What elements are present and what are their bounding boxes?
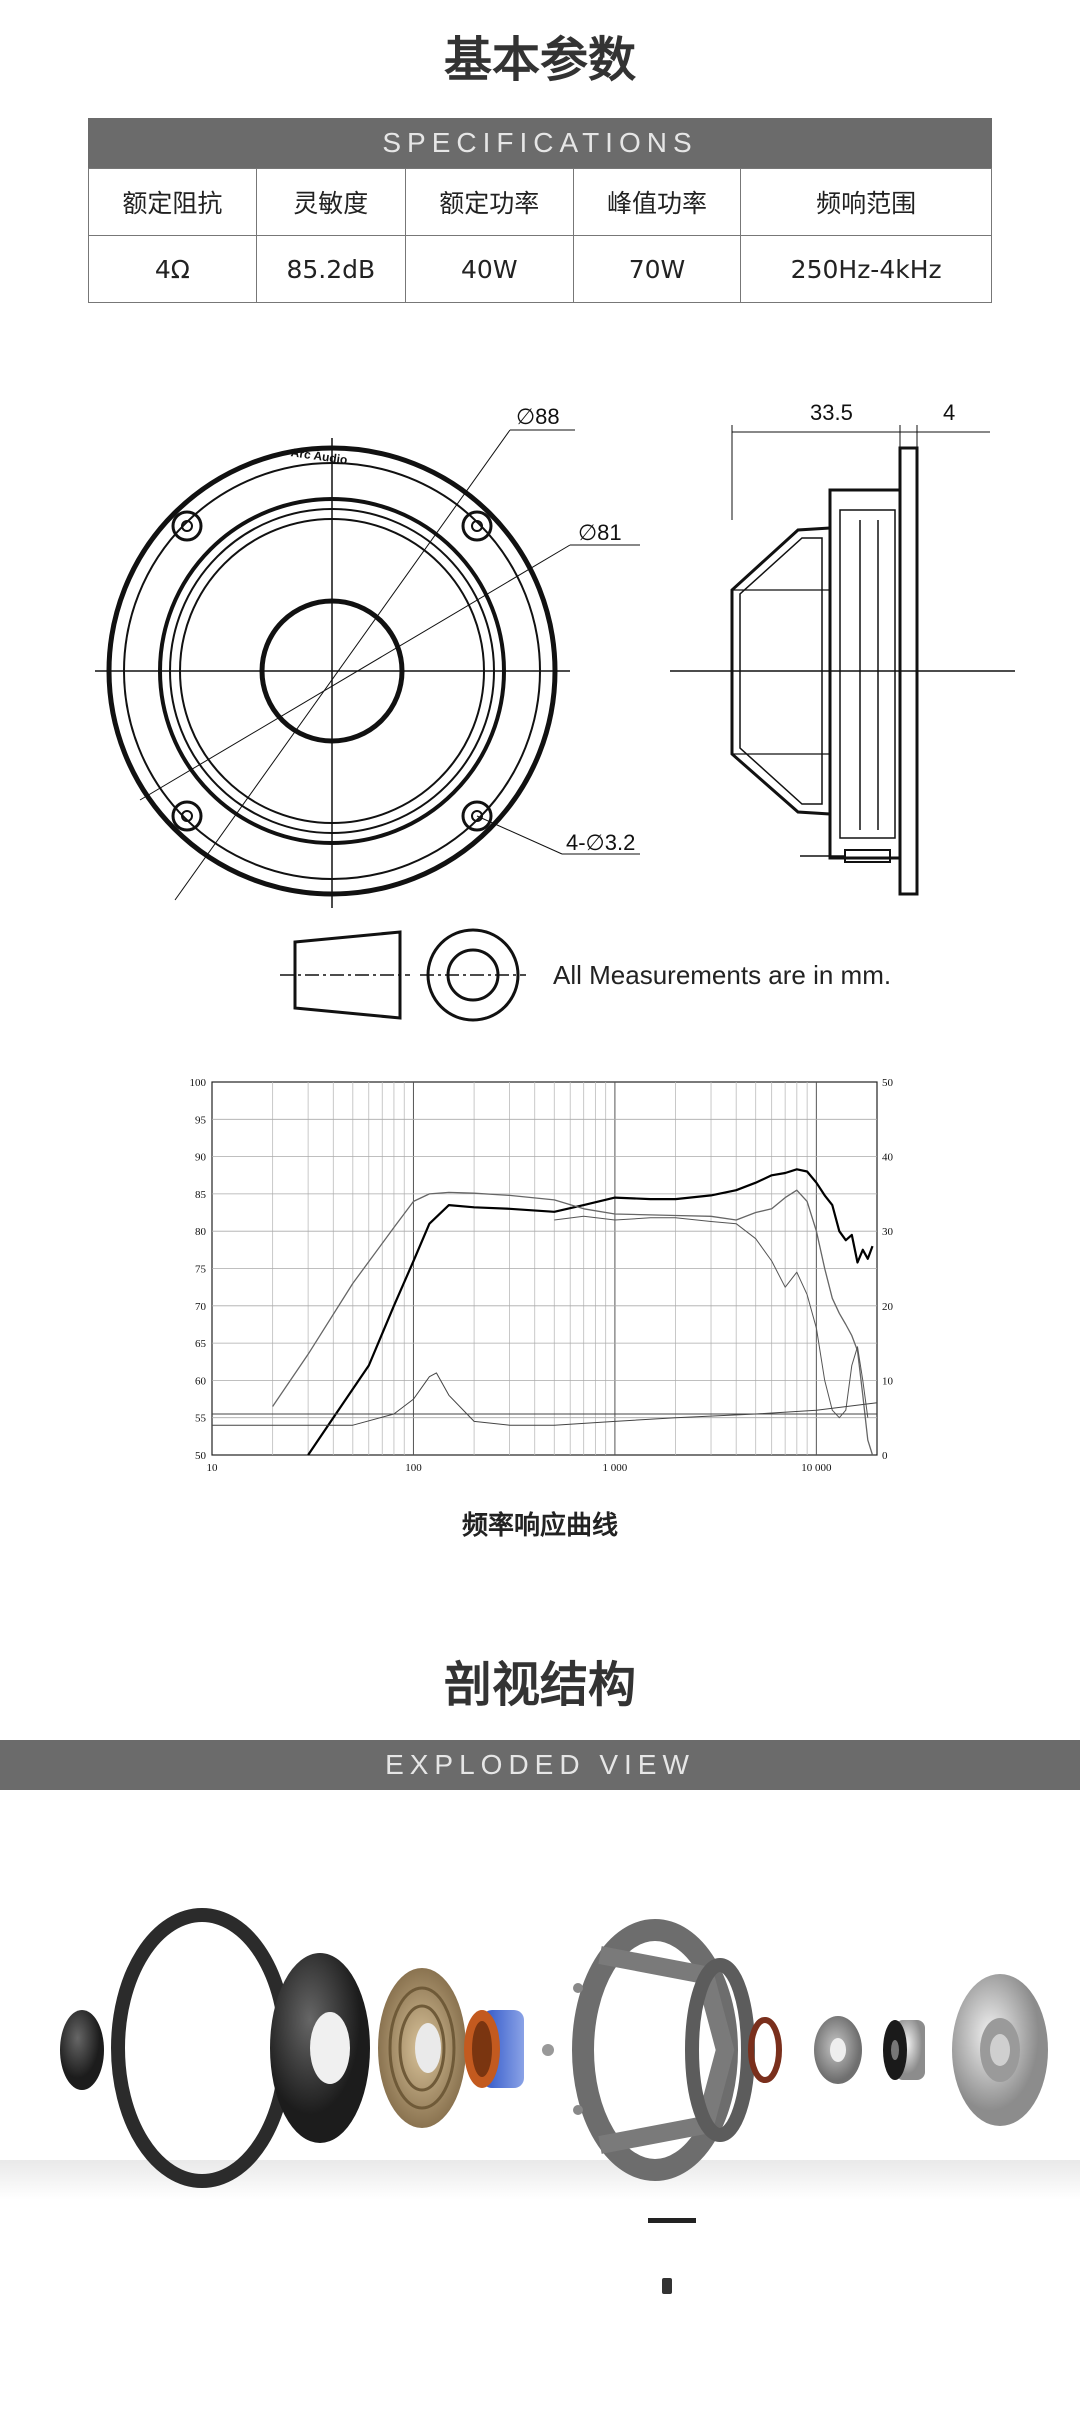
exploded-subtitle-band: EXPLODED VIEW — [0, 1740, 1080, 1790]
y-tick-label: 50 — [195, 1450, 207, 1462]
spec-table: 额定阻抗 灵敏度 额定功率 峰值功率 频响范围 4Ω 85.2dB 40W 70… — [88, 168, 992, 303]
spec-header-row: 额定阻抗 灵敏度 额定功率 峰值功率 频响范围 — [88, 168, 992, 236]
dust-cap-part — [60, 2010, 104, 2090]
exploded-title: 剖视结构 — [443, 1657, 636, 1713]
spec-value-cell: 70W — [572, 235, 742, 303]
x-tick-label: 10 — [207, 1462, 219, 1474]
y-tick-label: 60 — [195, 1375, 207, 1387]
y-tick-label: 85 — [195, 1189, 207, 1201]
y2-tick-label: 40 — [882, 1152, 894, 1164]
mount-hole — [171, 800, 203, 832]
y2-tick-label: 50 — [882, 1077, 894, 1089]
y2-tick-label: 30 — [882, 1226, 894, 1238]
cone-profile — [293, 930, 402, 1020]
screw-part — [662, 2278, 672, 2294]
y2-tick-label: 0 — [882, 1450, 888, 1462]
y-tick-label: 55 — [195, 1413, 207, 1425]
spec-value-row: 4Ω 85.2dB 40W 70W 250Hz-4kHz — [88, 235, 992, 303]
spec-header-cell: 峰值功率 — [572, 168, 742, 236]
chart-caption: 频率响应曲线 — [461, 1511, 618, 1541]
specs-title: 基本参数 — [443, 32, 636, 88]
y-tick-label: 80 — [195, 1226, 207, 1238]
y-tick-label: 90 — [195, 1152, 207, 1164]
spec-header-cell: 频响范围 — [740, 168, 992, 236]
y-tick-label: 100 — [190, 1077, 207, 1089]
measurement-note: All Measurements are in mm. — [553, 960, 891, 990]
spec-header-cell: 额定功率 — [404, 168, 574, 236]
series-line-2 — [554, 1215, 869, 1419]
dim-mount-holes: 4-∅3.2 — [566, 830, 635, 855]
x-tick-label: 100 — [405, 1462, 422, 1474]
specs-subtitle-band: SPECIFICATIONS — [88, 118, 992, 168]
mount-hole — [461, 800, 493, 832]
exploded-view-illustration — [0, 1908, 1080, 2294]
basket-frame-part — [572, 1919, 755, 2181]
washer-part — [748, 2017, 782, 2083]
dim-flange: 4 — [943, 400, 955, 425]
mount-hole — [171, 510, 203, 542]
mount-hole — [461, 510, 493, 542]
spec-value-cell: 40W — [404, 235, 574, 303]
y-tick-label: 75 — [195, 1264, 207, 1276]
series-line-3 — [212, 1372, 878, 1426]
x-tick-label: 1 000 — [603, 1462, 628, 1474]
spec-value-cell: 4Ω — [88, 235, 257, 303]
series-line-1 — [272, 1189, 874, 1456]
x-tick-label: 10 000 — [801, 1462, 832, 1474]
y2-tick-label: 10 — [882, 1375, 894, 1387]
spec-header-cell: 额定阻抗 — [88, 168, 257, 236]
y2-tick-label: 20 — [882, 1301, 894, 1313]
terminal-part — [648, 2218, 696, 2223]
spec-value-cell: 250Hz-4kHz — [740, 235, 992, 303]
y-tick-label: 65 — [195, 1338, 207, 1350]
spec-header-cell: 灵敏度 — [255, 168, 406, 236]
gasket-ring-part — [111, 1908, 293, 2188]
series-line-0 — [307, 1168, 874, 1456]
y-tick-label: 95 — [195, 1114, 207, 1126]
dim-inner-diameter: ∅81 — [578, 520, 622, 545]
spec-value-cell: 85.2dB — [255, 235, 406, 303]
technical-drawing: ∅88 ∅81 4-∅3.2 33.5 4 Arc Audio All Meas… — [95, 400, 1015, 1022]
dim-depth: 33.5 — [810, 400, 853, 425]
dim-outer-diameter: ∅88 — [516, 404, 560, 429]
y-tick-label: 70 — [195, 1301, 207, 1313]
